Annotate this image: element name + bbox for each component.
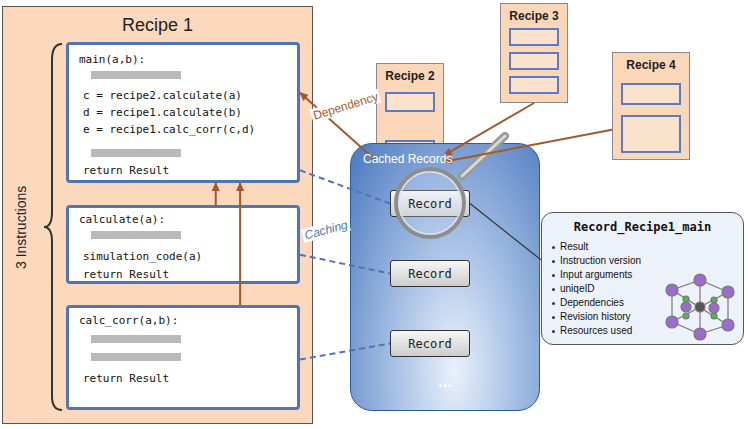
bullet: [552, 274, 555, 277]
dependency-arrow: [444, 130, 612, 162]
code-line: calc_corr(a,b):: [79, 314, 178, 327]
instruction-block: [509, 76, 559, 94]
instruction-block: [509, 28, 559, 46]
caching-link: [300, 344, 390, 360]
node-text: Input arguments: [560, 269, 632, 281]
group-label: 3 Instructions: [14, 185, 31, 268]
record-detail: Record_Recipe1_mainResultInstruction ver…: [541, 212, 744, 345]
node-title: Cached Records: [363, 152, 452, 166]
node-title: Recipe 1: [3, 15, 312, 37]
record-box: Record: [390, 330, 470, 357]
node-title: Recipe 4: [613, 58, 689, 72]
bullet: [552, 246, 555, 249]
code-line: main(a,b):: [79, 53, 145, 66]
recipe-box: Recipe 4: [612, 52, 690, 160]
placeholder-bar: [91, 353, 181, 361]
dependency-arrow: [215, 183, 217, 205]
code-line: c = recipe2.calculate(a): [83, 89, 242, 102]
code-line: d = recipe1.calculate(b): [83, 106, 242, 119]
placeholder-bar: [91, 231, 181, 239]
node-title: Record: [391, 267, 469, 281]
instruction-box: main(a,b): c = recipe2.calculate(a) d = re…: [66, 42, 300, 183]
dependency-arrow: [444, 103, 534, 155]
node-title: Record: [391, 197, 469, 211]
node-text: Result: [560, 241, 588, 253]
placeholder-bar: [91, 335, 181, 343]
code-line: return Result: [83, 268, 169, 281]
magnifier: [396, 136, 505, 237]
node-title: Recipe 2: [377, 69, 443, 83]
code-line: simulation_code(a): [83, 250, 202, 263]
node-text: Revision history: [560, 311, 631, 323]
code-line: calculate(a):: [79, 213, 165, 226]
node-title: Recipe 3: [501, 9, 567, 23]
node-title: Record: [391, 337, 469, 351]
recipe-panel: Recipe 1 main(a,b): c = recipe2.calculate(…: [2, 6, 313, 424]
bullet: [552, 316, 555, 319]
caching-link: [300, 255, 390, 274]
node-text: ...: [351, 372, 539, 391]
cache-store: Cached Records...RecordRecordRecord: [350, 143, 540, 411]
record-box: Record: [390, 190, 470, 217]
edge-label: Dependency: [310, 89, 382, 123]
node-text: Resources used: [560, 325, 632, 337]
placeholder-bar: [91, 149, 181, 157]
code-line: e = recipe1.calc_corr(c,d): [83, 123, 255, 136]
code-line: return Result: [83, 372, 169, 385]
node-text: Dependencies: [560, 297, 624, 309]
instruction-block: [621, 83, 681, 105]
crystal-structure: [666, 274, 734, 340]
zoom-leader: [470, 204, 541, 260]
instruction-box: calculate(a): simulation_code(a)return Re…: [66, 205, 300, 284]
instruction-box: calc_corr(a,b):return Result: [66, 305, 300, 410]
instruction-block: [385, 92, 435, 112]
bullet: [552, 260, 555, 263]
recipe-box: Recipe 3: [500, 3, 568, 103]
bullet: [552, 330, 555, 333]
bullet: [552, 288, 555, 291]
instruction-bracket: [44, 44, 62, 410]
code-line: return Result: [83, 164, 169, 177]
instruction-block: [509, 52, 559, 70]
record-box: Record: [390, 260, 470, 287]
placeholder-bar: [91, 71, 181, 79]
node-text: Instruction version: [560, 255, 641, 267]
node-text: uniqeID: [560, 283, 594, 295]
caching-link: [300, 170, 390, 203]
node-title: Record_Recipe1_main: [542, 220, 743, 234]
bullet: [552, 302, 555, 305]
instruction-block: [621, 115, 681, 153]
dependency-arrow: [239, 183, 241, 305]
